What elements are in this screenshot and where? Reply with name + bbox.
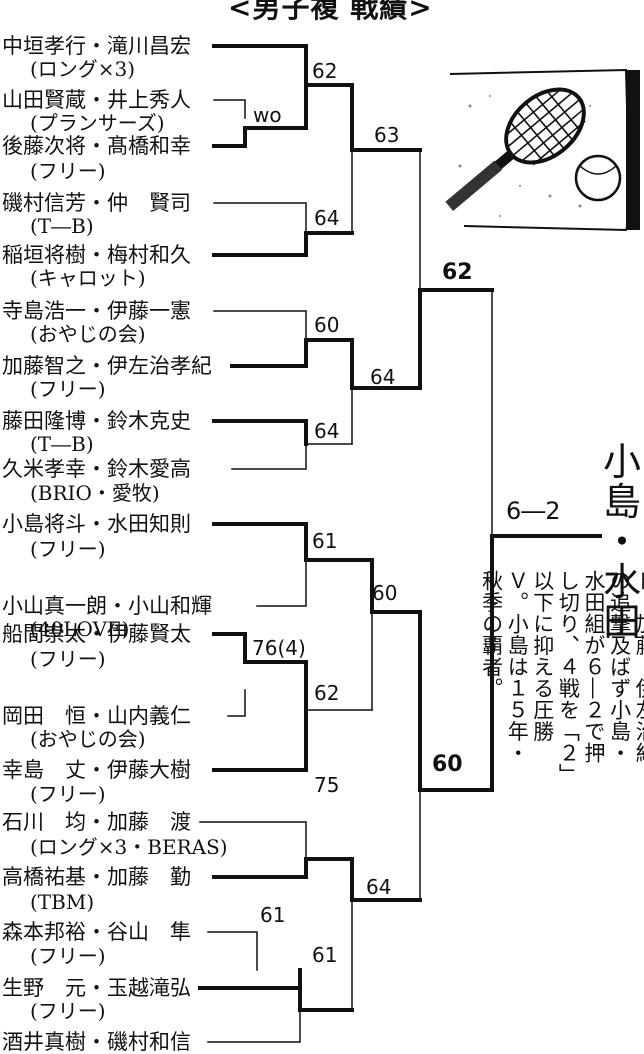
entry-name: 寺島浩一・伊藤一憲 [2, 299, 191, 323]
entry-name: 後藤次将・髙橋和幸 [2, 134, 191, 158]
match-score: 76(4) [252, 636, 306, 660]
winner-char: 島 [602, 480, 641, 524]
entry-name: 久米孝幸・鈴木愛高 [2, 457, 191, 481]
entry-team: (TBM) [30, 890, 95, 914]
entry-team: (フリー) [30, 537, 106, 561]
entry-name: 森本邦裕・谷山 隼 [2, 920, 191, 944]
final-review-text: ◆決勝評＝ハイレベルなプレーの応酬。小島・水田組がリード。加藤・伊左治組の追撃及… [479, 570, 644, 775]
match-score: 64 [370, 365, 396, 389]
entry-name: 稲垣将樹・梅村和久 [2, 243, 191, 267]
entry-name: 幸島 丈・伊藤大樹 [2, 758, 191, 782]
entry-team: (フリー) [30, 647, 106, 671]
match-score: 64 [314, 419, 340, 443]
entry-name: 船間崇太・伊藤賢太 [2, 622, 191, 646]
match-score: 61 [312, 943, 338, 967]
entry-team: (40LOVE) [30, 617, 130, 641]
match-score: 60 [372, 581, 398, 605]
match-score: 64 [314, 206, 340, 230]
entry-name: 岡田 恒・山内義仁 [2, 704, 191, 728]
match-score: 63 [374, 123, 400, 147]
entry-team: (ロング×3) [30, 57, 136, 81]
match-score: 60 [432, 752, 463, 777]
match-score: 62 [314, 681, 340, 705]
entry-team: (キャロット) [30, 266, 146, 290]
final-score: 6―2 [506, 497, 561, 525]
match-score: 62 [442, 260, 473, 285]
entry-team: (おやじの会) [30, 727, 146, 751]
match-score: 60 [314, 313, 340, 337]
entry-team: (おやじの会) [30, 322, 146, 346]
entry-team: (プランサーズ) [30, 111, 165, 135]
entry-name: 高橋祐基・加藤 勤 [2, 865, 191, 889]
entry-name: 加藤智之・伊左治孝紀 [2, 354, 212, 378]
winner-char: 田 [602, 600, 641, 644]
entry-name: 酒井真樹・磯村和信 [2, 1030, 191, 1054]
winner-char: 水 [602, 560, 641, 604]
winner-char: 小 [602, 440, 641, 484]
entry-team: (フリー) [30, 944, 106, 968]
entry-name: 石川 均・加藤 渡 [2, 810, 191, 834]
entry-team: (T―B) [30, 214, 94, 238]
match-score: 61 [312, 529, 338, 553]
entry-team: (T―B) [30, 432, 94, 456]
entry-team: (フリー) [30, 782, 106, 806]
entry-name: 小山真一朗・小山和輝 [2, 594, 212, 618]
entry-team: (フリー) [30, 999, 106, 1023]
tennis-racket-illustration [436, 68, 640, 232]
entry-name: 中垣孝行・滝川昌宏 [2, 34, 191, 58]
entry-team: (フリー) [30, 377, 106, 401]
entry-name: 小島将斗・水田知則 [2, 512, 191, 536]
entry-team: (ロング×3・BERAS) [30, 835, 228, 859]
entry-name: 山田賢蔵・井上秀人 [2, 88, 191, 112]
entry-team: (フリー) [30, 159, 106, 183]
match-score: wo [253, 103, 282, 127]
entry-name: 藤田隆博・鈴木克史 [2, 409, 191, 433]
match-score: 64 [366, 875, 392, 899]
entry-team: (BRIO・愛牧) [30, 481, 160, 505]
entry-name: 磯村信芳・仲 賢司 [2, 191, 191, 215]
match-score: 62 [312, 59, 338, 83]
entry-name: 生野 元・玉越滝弘 [2, 976, 191, 1000]
winner-name: 小 島 ・ 水 田 [600, 442, 644, 642]
match-score: 75 [314, 773, 340, 797]
match-score: 61 [260, 903, 286, 927]
bracket-title: <男子複 戦績> [228, 0, 433, 24]
winner-char: ・ [602, 520, 641, 564]
